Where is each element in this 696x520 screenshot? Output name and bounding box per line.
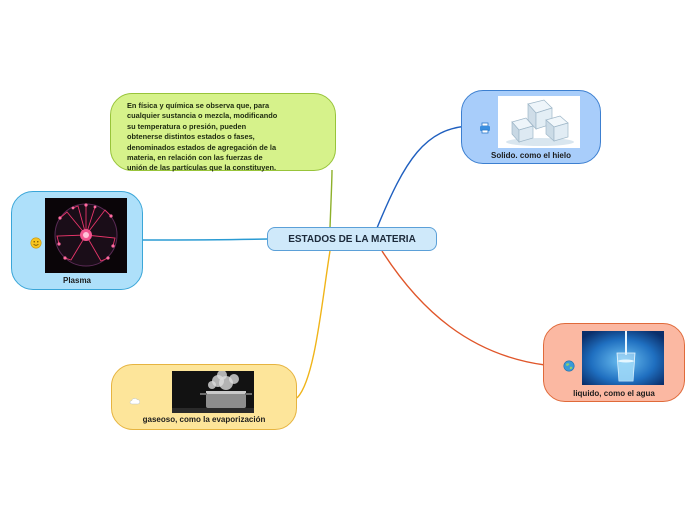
branch-plasma-label: Plasma	[12, 276, 142, 285]
central-topic-label: ESTADOS DE LA MATERIA	[268, 234, 436, 245]
connector-plasma	[143, 239, 268, 240]
connector-note	[330, 170, 332, 228]
note-line: unión de las partículas que la constituy…	[127, 163, 327, 173]
cloud-icon	[129, 395, 141, 407]
branch-gaseoso-label: gaseoso, como la evaporización	[112, 415, 296, 424]
smiley-icon	[30, 237, 42, 249]
central-topic[interactable]: ESTADOS DE LA MATERIA	[267, 227, 437, 251]
definition-note[interactable]: En física y química se observa que, para…	[110, 93, 336, 171]
globe-icon	[563, 360, 575, 372]
water-glass-image	[582, 331, 664, 385]
connector-gaseoso	[297, 251, 330, 398]
note-line: denominados estados de agregación de la	[127, 143, 327, 153]
note-line: materia, en relación con las fuerzas de	[127, 153, 327, 163]
branch-gaseoso[interactable]: gaseoso, como la evaporización	[111, 364, 297, 430]
connector-liquido	[382, 251, 545, 365]
definition-note-text: En física y química se observa que, para…	[127, 101, 327, 174]
printer-icon	[479, 122, 491, 134]
note-line: obtenerse distintos estados o fases,	[127, 132, 327, 142]
branch-liquido-label: liquido, como el agua	[544, 389, 684, 398]
note-line: En física y química se observa que, para	[127, 101, 327, 111]
branch-solido-label: Solido. como el hielo	[462, 151, 600, 160]
branch-liquido[interactable]: liquido, como el agua	[543, 323, 685, 402]
ice-cubes-image	[498, 96, 580, 148]
boiling-pot-image	[172, 371, 254, 413]
note-line: su temperatura o presión, pueden	[127, 122, 327, 132]
note-line: cualquier sustancia o mezcla, modificand…	[127, 111, 327, 121]
plasma-ball-image	[45, 198, 127, 273]
connector-solido	[377, 126, 470, 228]
branch-solido[interactable]: Solido. como el hielo	[461, 90, 601, 164]
branch-plasma[interactable]: Plasma	[11, 191, 143, 290]
